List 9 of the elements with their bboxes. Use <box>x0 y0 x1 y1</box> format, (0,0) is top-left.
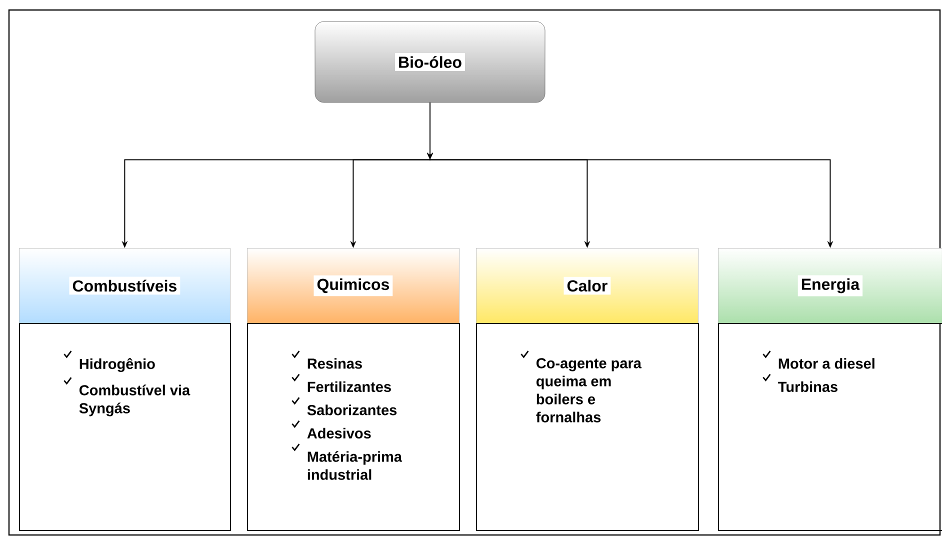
category-header: Calor <box>476 248 698 324</box>
category-header: Combustíveis <box>19 248 230 324</box>
category-header: Quimicos <box>247 248 460 324</box>
category-header: Energia <box>718 248 942 324</box>
list-box: Motor a diesel Turbinas <box>718 323 942 531</box>
list-box: Co-agente para queima em boilers e fornalhas <box>476 323 699 531</box>
list-box: Hidrogênio Combustível via Syngás <box>19 323 231 531</box>
list-box: Resinas Fertilizantes Saborizantes Adesivos Matéria-prima industrial <box>247 323 460 531</box>
source-box: Bio-óleo <box>314 21 546 103</box>
